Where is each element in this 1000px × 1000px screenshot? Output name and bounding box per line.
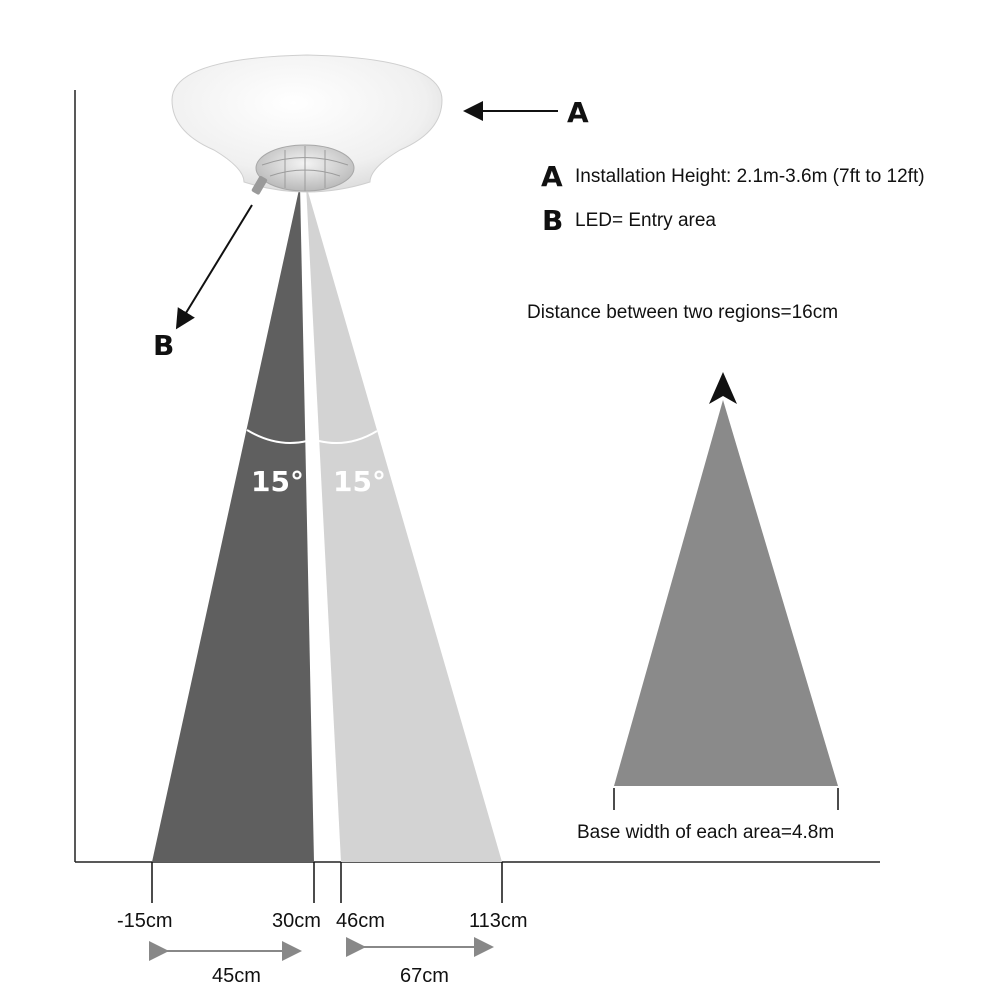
- tick-label-30: 30cm: [272, 910, 321, 932]
- callout-b-arrow: [175, 204, 253, 330]
- tick-label-minus-15: -15cm: [117, 910, 173, 932]
- tick-label-46: 46cm: [336, 910, 385, 932]
- legend-a-letter: A: [541, 160, 563, 193]
- legend-b-letter: B: [542, 204, 563, 237]
- right-detection-beam: [306, 185, 502, 862]
- span-left-label: 45cm: [212, 965, 261, 987]
- right-angle-arc: [318, 430, 378, 444]
- callout-b-letter: B: [153, 329, 174, 362]
- area-triangle: [614, 400, 838, 786]
- right-angle-label: 15°: [333, 465, 386, 498]
- legend-b-text: LED= Entry area: [575, 210, 716, 231]
- left-angle-arc: [246, 429, 308, 444]
- legend-a-text: Installation Height: 2.1m-3.6m (7ft to 1…: [575, 166, 925, 187]
- lens-facets: [261, 146, 349, 191]
- area-triangle-arrowhead: [709, 372, 737, 404]
- left-angle-label: 15°: [251, 465, 304, 498]
- base-width-note: Base width of each area=4.8m: [577, 822, 834, 843]
- callout-a-letter: A: [567, 96, 589, 129]
- tick-label-113: 113cm: [469, 910, 528, 932]
- led-indicator: [251, 175, 268, 195]
- ceiling-sensor: [171, 54, 443, 195]
- sensor-dome: [171, 54, 443, 193]
- distance-note: Distance between two regions=16cm: [527, 302, 838, 323]
- span-right-label: 67cm: [400, 965, 449, 987]
- left-detection-beam: [152, 185, 314, 862]
